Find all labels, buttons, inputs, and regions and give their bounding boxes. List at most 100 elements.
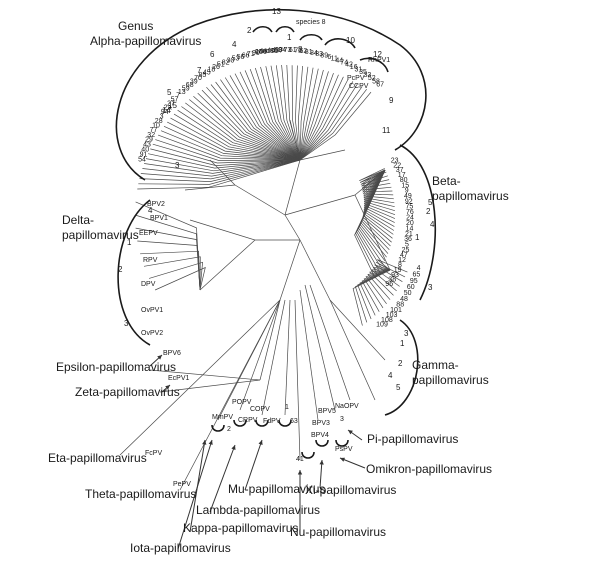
virus-label: 54 bbox=[138, 157, 146, 164]
virus-tip-labels: 5491404329327710283942a27577135968397085… bbox=[138, 47, 421, 488]
virus-label: FdPV bbox=[263, 418, 281, 425]
tree-branch bbox=[177, 109, 301, 161]
tree-branch bbox=[362, 169, 394, 196]
virus-label: 10 bbox=[152, 122, 160, 129]
tree-branch bbox=[152, 143, 301, 164]
tree-branch bbox=[244, 70, 301, 161]
virus-label: 61 bbox=[289, 47, 297, 54]
species-number: 3 bbox=[428, 283, 433, 292]
virus-label: OvPV1 bbox=[141, 307, 163, 314]
arrow-head bbox=[208, 440, 213, 445]
virus-label: 53 bbox=[232, 56, 240, 63]
virus-label: 90 bbox=[252, 50, 260, 57]
tree-branch bbox=[365, 269, 391, 305]
tree-branch bbox=[363, 269, 391, 309]
virus-label: 26 bbox=[212, 64, 220, 71]
species-number: 9 bbox=[389, 96, 394, 105]
tree-branch bbox=[270, 65, 301, 161]
tree-branch bbox=[361, 169, 392, 191]
tree-branch bbox=[297, 65, 303, 161]
tree-branch bbox=[299, 78, 349, 161]
virus-label: 43 bbox=[143, 142, 151, 149]
virus-label: 82 bbox=[222, 59, 230, 66]
tree-branch bbox=[137, 159, 301, 190]
virus-label: 60 bbox=[407, 284, 415, 291]
tree-branch bbox=[148, 153, 301, 169]
species-number: 11 bbox=[382, 126, 391, 135]
virus-label: 3 bbox=[160, 113, 164, 120]
virus-label: 95 bbox=[410, 278, 418, 285]
virus-label: 93 bbox=[391, 272, 399, 279]
tree-branch bbox=[239, 299, 281, 411]
species-number: 13 bbox=[272, 7, 281, 16]
genus-delta-line1: Delta- bbox=[62, 213, 94, 227]
genus-omikron: Omikron-papillomavirus bbox=[366, 462, 492, 476]
tree-branch bbox=[197, 92, 301, 161]
arrow-head bbox=[157, 355, 162, 360]
tree-branch bbox=[149, 369, 261, 381]
tree-branch bbox=[249, 68, 301, 161]
genus-kappa: Kappa-papillomavirus bbox=[183, 521, 298, 535]
virus-label: 45 bbox=[203, 69, 211, 76]
virus-label: 84 bbox=[310, 50, 318, 57]
species-bracket bbox=[324, 38, 356, 49]
tree-branch bbox=[299, 71, 329, 161]
virus-label: 80 bbox=[400, 177, 408, 184]
tree-branch bbox=[143, 256, 201, 291]
virus-label: 4 bbox=[417, 265, 421, 272]
tree-branch bbox=[281, 64, 301, 161]
virus-label: 30 bbox=[227, 57, 235, 64]
tree-branch bbox=[181, 106, 301, 161]
tree-branch bbox=[150, 148, 301, 166]
tree-branch bbox=[370, 269, 397, 292]
tree-branch bbox=[299, 66, 309, 161]
tree-branch bbox=[352, 269, 391, 326]
virus-label: 14 bbox=[406, 225, 414, 232]
species-bracket bbox=[315, 439, 329, 447]
virus-label: 81 bbox=[305, 49, 313, 56]
tree-branch bbox=[299, 81, 354, 161]
pointer-arrow bbox=[177, 439, 213, 550]
species-brackets bbox=[115, 8, 437, 459]
tree-branch bbox=[199, 239, 256, 291]
virus-label: 18 bbox=[208, 67, 216, 74]
virus-label: 11 bbox=[331, 56, 338, 63]
virus-label: NaOPV bbox=[335, 403, 359, 410]
virus-label: 15 bbox=[401, 182, 409, 189]
species-number: 3 bbox=[404, 329, 409, 338]
tree-branch bbox=[299, 88, 367, 161]
virus-label: PsPV bbox=[335, 446, 353, 453]
virus-label: DPV bbox=[141, 281, 156, 288]
species-bracket bbox=[335, 439, 349, 447]
tree-branch bbox=[193, 95, 301, 161]
virus-label: 96 bbox=[385, 281, 393, 288]
virus-label: 3 bbox=[340, 416, 344, 423]
tree-branch bbox=[294, 299, 301, 461]
tree-branch bbox=[159, 379, 261, 393]
tree-branch bbox=[261, 299, 286, 416]
virus-label: 35 bbox=[359, 69, 367, 76]
arrow-head bbox=[297, 470, 303, 475]
genus-gamma-line1: Gamma- bbox=[412, 358, 459, 372]
virus-label: 22 bbox=[393, 162, 401, 169]
species-bracket bbox=[115, 8, 427, 181]
virus-label: PePV bbox=[173, 481, 191, 488]
species-bracket bbox=[384, 319, 419, 416]
virus-label: 109 bbox=[376, 322, 388, 329]
species-number: 14 bbox=[162, 106, 171, 115]
tree-branch bbox=[367, 269, 391, 300]
tree-branch bbox=[299, 68, 319, 161]
virus-label: RPV bbox=[143, 257, 158, 264]
virus-label: 8 bbox=[398, 262, 402, 269]
tree-branch bbox=[157, 134, 301, 161]
virus-label: 89 bbox=[320, 52, 328, 59]
virus-label: 32 bbox=[147, 132, 155, 139]
species-number: 5 bbox=[396, 383, 401, 392]
virus-label: 29 bbox=[145, 137, 153, 144]
virus-label: 31 bbox=[355, 67, 363, 74]
tree-branch bbox=[154, 266, 206, 291]
tree-branch bbox=[309, 284, 351, 401]
virus-label: 62 bbox=[300, 48, 308, 55]
virus-label: RhPV1 bbox=[368, 57, 390, 64]
